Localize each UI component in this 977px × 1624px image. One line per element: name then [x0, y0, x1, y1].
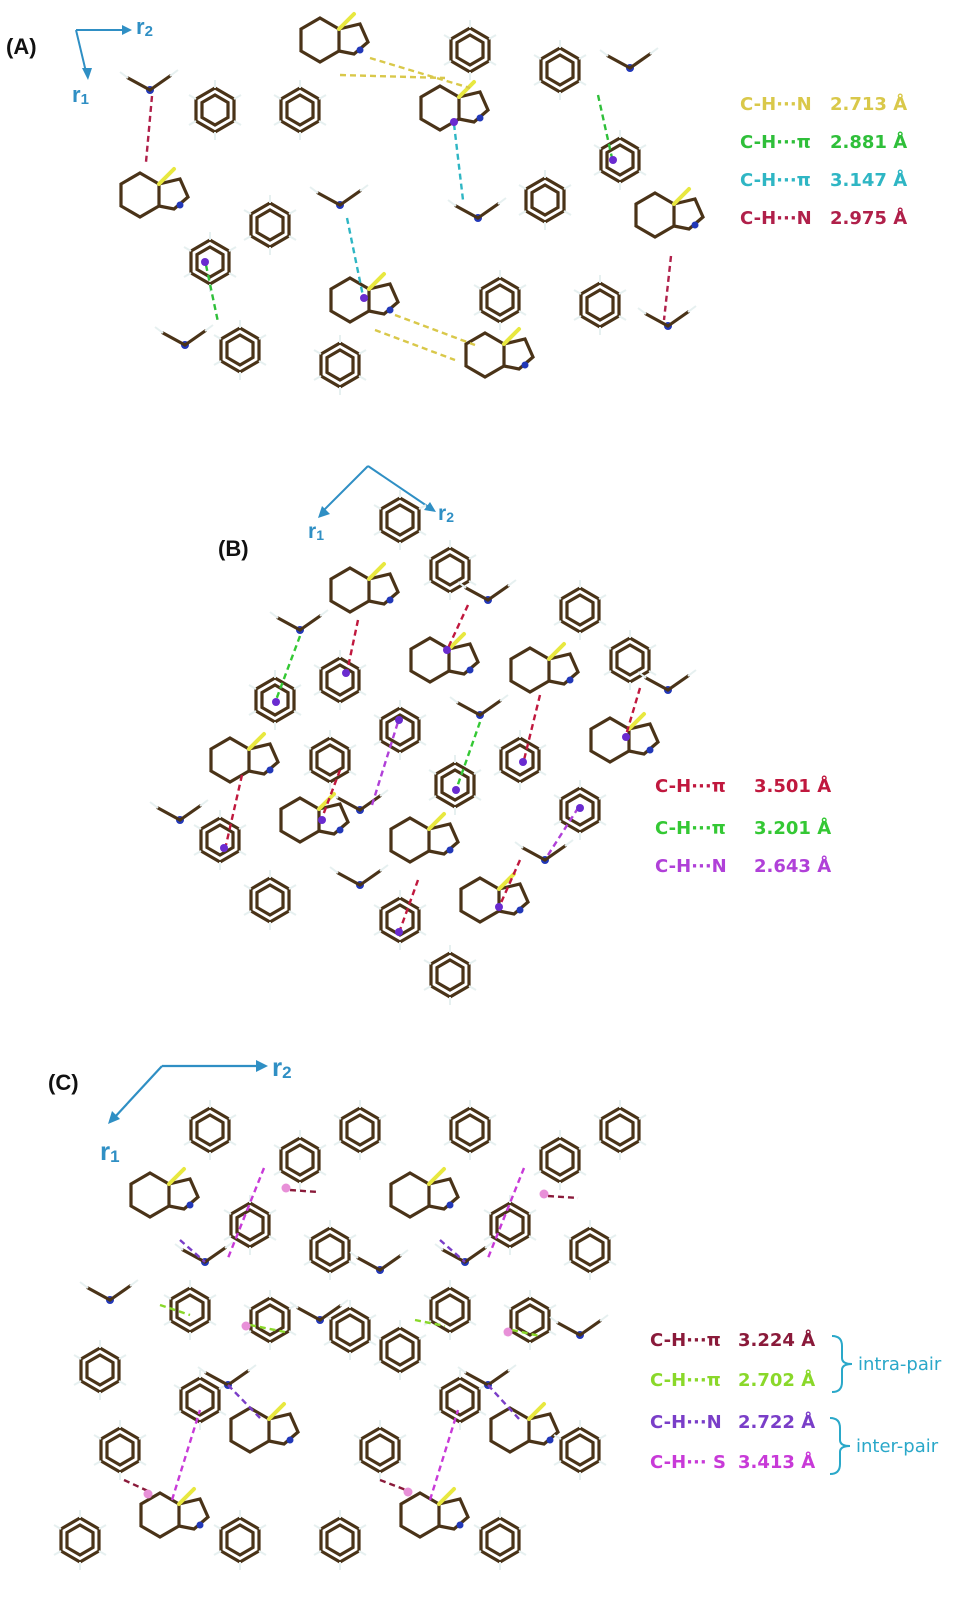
legend-interaction: C-H···π [655, 776, 726, 797]
legend-item: C-H···N 2.975 Å [740, 206, 907, 229]
panel-c: (C) r2 r1 [48, 1052, 942, 1572]
legend-item: C-H···π 2.881 Å [740, 130, 907, 153]
legend-distance: 2.881 Å [830, 130, 907, 153]
legend-interaction: C-H···π [650, 1330, 721, 1351]
panel-a-contacts [144, 56, 673, 362]
legend-distance: 3.413 Å [738, 1450, 815, 1473]
panel-a-axes: r2 r1 [72, 14, 153, 108]
legend-item: C-H··· S 3.413 Å [650, 1450, 815, 1473]
panel-c-axis-r1: r1 [100, 1136, 120, 1166]
panel-c-contacts [123, 1167, 579, 1501]
panel-a-label: (A) [6, 34, 37, 59]
legend-item: C-H···N 2.722 Å [650, 1410, 815, 1433]
panel-b-legend: C-H···π 3.501 Å C-H···π 3.201 Å C-H···N … [655, 774, 831, 877]
legend-item: C-H···π 3.147 Å [740, 168, 907, 191]
legend-interaction: C-H···N [650, 1412, 722, 1433]
bracket-intra-pair: intra-pair [831, 1335, 942, 1393]
legend-item: C-H···N 2.713 Å [740, 92, 907, 115]
panel-c-label: (C) [48, 1070, 79, 1095]
panel-b-axis-r2: r2 [438, 502, 454, 525]
legend-item: C-H···π 2.702 Å [650, 1368, 815, 1391]
legend-distance: 3.147 Å [830, 168, 907, 191]
panel-b: (B) r2 r1 [148, 465, 831, 1007]
panel-c-legend: C-H···π 3.224 Å C-H···π 2.702 Å C-H···N … [650, 1328, 942, 1475]
panel-b-contacts [220, 604, 642, 936]
legend-distance: 3.501 Å [754, 774, 831, 797]
legend-item: C-H···π 3.224 Å [650, 1328, 815, 1351]
panel-a-legend: C-H···N 2.713 Å C-H···π 2.881 Å C-H···π … [740, 92, 907, 229]
bracket-inter-pair: inter-pair [829, 1417, 939, 1475]
group-label-intra-pair: intra-pair [858, 1354, 942, 1375]
panel-c-axes: r2 r1 [100, 1052, 292, 1166]
legend-distance: 3.201 Å [754, 816, 831, 839]
panel-a: (A) r2 r1 [6, 12, 907, 397]
panel-b-axis-r1: r1 [308, 520, 324, 543]
legend-interaction: C-H··· S [650, 1452, 726, 1473]
legend-interaction: C-H···N [740, 208, 812, 229]
legend-distance: 2.975 Å [830, 206, 907, 229]
legend-distance: 3.224 Å [738, 1328, 815, 1351]
legend-interaction: C-H···π [740, 132, 811, 153]
group-label-inter-pair: inter-pair [856, 1436, 939, 1457]
legend-distance: 2.702 Å [738, 1368, 815, 1391]
panel-a-axis-r2: r2 [136, 14, 153, 40]
legend-interaction: C-H···N [655, 856, 727, 877]
panel-c-molecules [52, 1098, 648, 1572]
legend-distance: 2.713 Å [830, 92, 907, 115]
panel-c-axis-r2: r2 [272, 1052, 292, 1082]
legend-item: C-H···π 3.201 Å [655, 816, 831, 839]
legend-interaction: C-H···π [655, 818, 726, 839]
legend-item: C-H···N 2.643 Å [655, 854, 831, 877]
panel-b-axes: r2 r1 [308, 465, 454, 543]
legend-item: C-H···π 3.501 Å [655, 774, 831, 797]
panel-b-label: (B) [218, 536, 249, 561]
legend-interaction: C-H···N [740, 94, 812, 115]
legend-distance: 2.722 Å [738, 1410, 815, 1433]
legend-interaction: C-H···π [740, 170, 811, 191]
legend-distance: 2.643 Å [754, 854, 831, 877]
panel-b-molecules [148, 488, 698, 1007]
legend-interaction: C-H···π [650, 1370, 721, 1391]
panel-a-axis-r1: r1 [72, 82, 89, 108]
